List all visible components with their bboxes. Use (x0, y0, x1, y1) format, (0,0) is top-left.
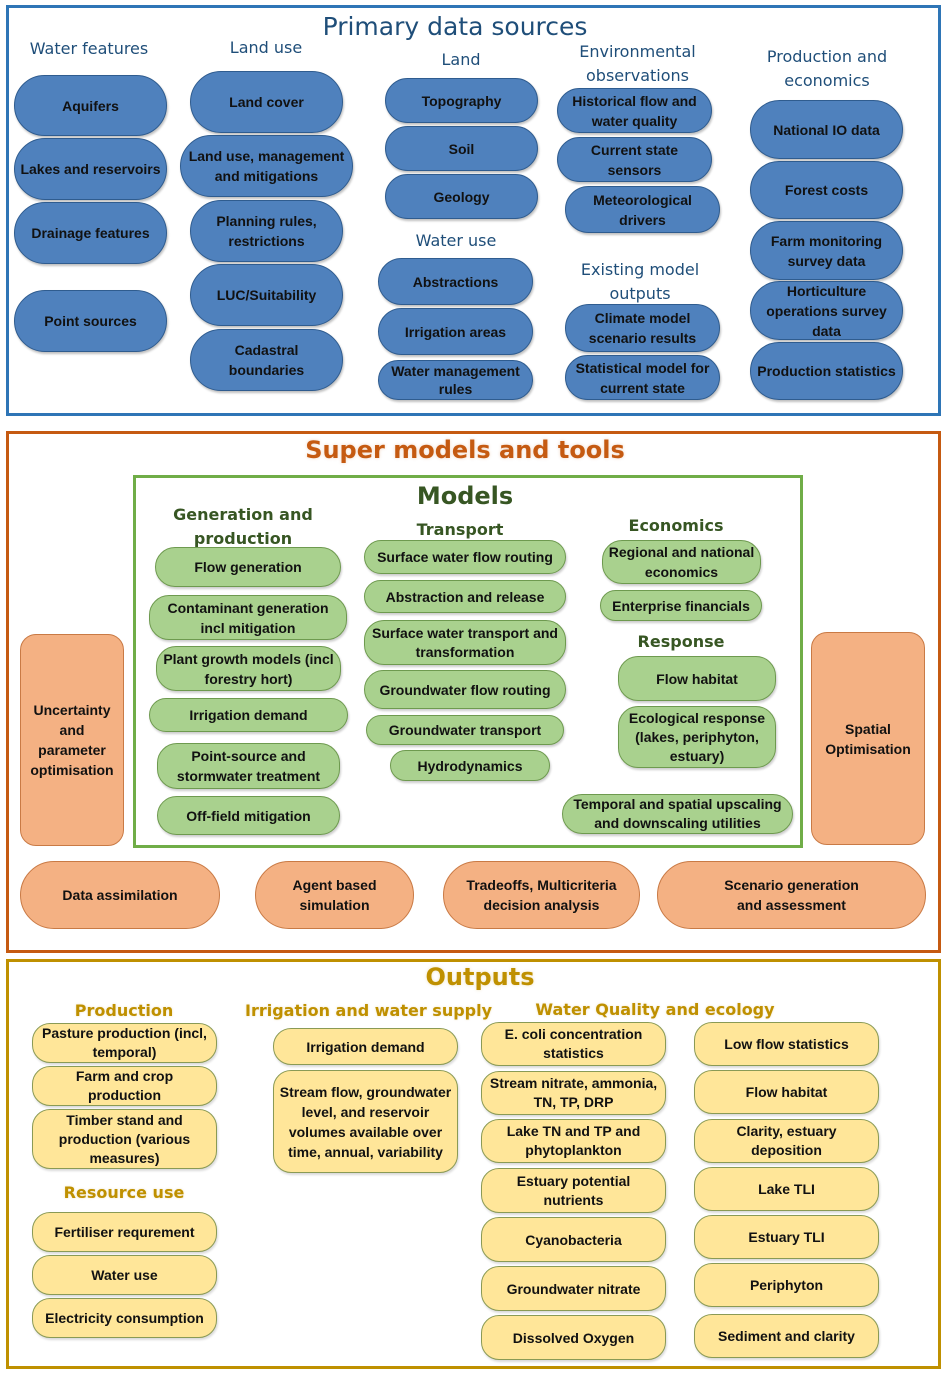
output-node: Sediment and clarity (694, 1314, 879, 1358)
generation-heading: Generation and production (173, 505, 313, 548)
model-node: Hydrodynamics (390, 750, 550, 781)
resource-use-heading: Resource use (63, 1183, 185, 1202)
super-tool: Tradeoffs, Multicriteria decision analys… (443, 861, 640, 929)
output-node: Cyanobacteria (481, 1217, 666, 1262)
output-node: Farm and crop production (32, 1066, 217, 1106)
model-node: Contaminant generation incl mitigation (149, 595, 347, 640)
output-node: Irrigation demand (273, 1028, 458, 1065)
output-node: Water use (32, 1255, 217, 1295)
model-node: Point-source and stormwater treatment (157, 743, 340, 789)
model-node: Surface water transport and transformati… (364, 620, 566, 665)
model-node: Flow habitat (618, 656, 776, 701)
primary-node: Planning rules, restrictions (190, 200, 343, 262)
primary-node: National IO data (750, 100, 903, 159)
water-use-heading: Water use (415, 231, 497, 250)
primary-node: Drainage features (14, 202, 167, 264)
water-quality-heading: Water Quality and ecology (535, 1000, 775, 1019)
primary-node: Cadastral boundaries (190, 329, 343, 391)
primary-node: Land cover (190, 71, 343, 133)
uncertainty-optimisation-tool: Uncertainty and parameter optimisation (20, 634, 124, 846)
primary-node: Farm monitoring survey data (750, 221, 903, 280)
model-node: Plant growth models (incl forestry hort) (156, 646, 341, 691)
output-node: Estuary potential nutrients (481, 1168, 666, 1213)
output-node: Stream flow, groundwater level, and rese… (273, 1070, 458, 1173)
output-node: Pasture production (incl, temporal) (32, 1023, 217, 1063)
model-node: Groundwater flow routing (364, 670, 566, 709)
model-node: Enterprise financials (600, 590, 762, 621)
model-node: Abstraction and release (364, 580, 566, 613)
output-node: Estuary TLI (694, 1215, 879, 1259)
primary-node: Soil (385, 126, 538, 171)
model-node: Surface water flow routing (364, 540, 566, 574)
primary-node: Geology (385, 174, 538, 219)
irrigation-heading: Irrigation and water supply (245, 1001, 493, 1020)
models-title: Models (416, 482, 514, 510)
model-node: Off-field mitigation (157, 796, 340, 835)
spatial-optimisation-tool: Spatial Optimisation (811, 632, 925, 845)
model-node: Flow generation (155, 547, 341, 587)
primary-node: Forest costs (750, 161, 903, 219)
output-node: Fertiliser requrement (32, 1212, 217, 1252)
primary-node: Horticulture operations survey data (750, 281, 903, 340)
environmental-heading: Environmental observations (579, 42, 696, 85)
transport-heading: Transport (416, 520, 504, 539)
production-economics-heading: Production and economics (766, 47, 888, 90)
land-use-heading: Land use (229, 38, 303, 57)
primary-node: Statistical model for current state (565, 355, 720, 400)
output-node: Lake TLI (694, 1167, 879, 1211)
output-node: Electricity consumption (32, 1298, 217, 1338)
primary-node: Point sources (14, 290, 167, 352)
model-node: Ecological response (lakes, periphyton, … (618, 706, 776, 768)
output-node: Stream nitrate, ammonia, TN, TP, DRP (481, 1071, 666, 1115)
output-node: Groundwater nitrate (481, 1266, 666, 1311)
super-tool: Data assimilation (20, 861, 220, 929)
primary-node: Irrigation areas (378, 308, 533, 355)
model-node: Irrigation demand (149, 698, 348, 732)
super-tool: Agent based simulation (255, 861, 414, 929)
primary-node: Water management rules (378, 360, 533, 400)
primary-node: Topography (385, 78, 538, 123)
primary-node: Historical flow and water quality (557, 88, 712, 133)
land-heading: Land (441, 50, 481, 69)
output-node: Lake TN and TP and phytoplankton (481, 1119, 666, 1163)
primary-node: Aquifers (14, 75, 167, 136)
model-node: Groundwater transport (366, 715, 564, 745)
utilities-node: Temporal and spatial upscaling and downs… (562, 794, 793, 834)
output-node: E. coli concentration statistics (481, 1022, 666, 1066)
primary-node: Current state sensors (557, 137, 712, 182)
output-node: Timber stand and production (various mea… (32, 1109, 217, 1169)
existing-models-heading: Existing model outputs (580, 260, 700, 303)
outputs-title: Outputs (425, 963, 535, 991)
primary-node: Meteorological drivers (565, 186, 720, 233)
primary-node: Climate model scenario results (565, 304, 720, 352)
super-title: Super models and tools (305, 436, 625, 464)
response-heading: Response (637, 632, 725, 651)
primary-node: LUC/Suitability (190, 264, 343, 326)
production-heading: Production (74, 1001, 174, 1020)
economics-heading: Economics (628, 516, 724, 535)
water-features-heading: Water features (29, 39, 149, 58)
output-node: Periphyton (694, 1263, 879, 1307)
super-tool: Scenario generation and assessment (657, 861, 926, 929)
output-node: Dissolved Oxygen (481, 1315, 666, 1360)
primary-title: Primary data sources (322, 12, 588, 41)
primary-node: Production statistics (750, 342, 903, 400)
output-node: Clarity, estuary deposition (694, 1119, 879, 1163)
model-node: Regional and national economics (602, 540, 761, 584)
output-node: Low flow statistics (694, 1022, 879, 1066)
primary-node: Abstractions (378, 258, 533, 305)
primary-node: Lakes and reservoirs (14, 138, 167, 200)
primary-node: Land use, management and mitigations (180, 135, 353, 197)
output-node: Flow habitat (694, 1070, 879, 1114)
